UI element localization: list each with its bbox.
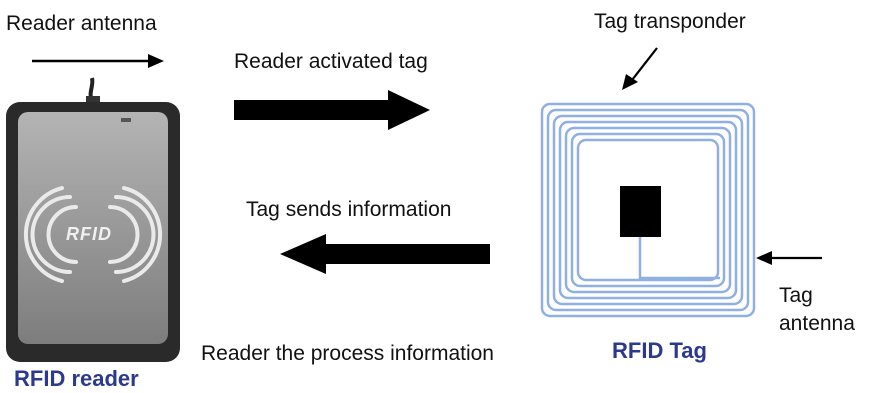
reader-activated-tag-label: Reader activated tag [234,50,428,73]
rfid-reader-device-icon [6,77,180,362]
tag-chip-icon [620,186,661,237]
reader-logo-text: RFID [66,224,112,244]
rfid-reader-caption: RFID reader [14,366,139,391]
tag-transponder-pointer-arrow [622,47,658,90]
rfid-tag-caption: RFID Tag [612,338,707,363]
tag-antenna-label-line1: Tag [779,284,813,307]
tag-transponder-label: Tag transponder [594,10,746,33]
tag-antenna-label-line2: antenna [779,312,855,335]
reader-activated-tag-arrow [234,90,430,130]
reader-antenna-arrow [32,54,164,68]
tag-antenna-pointer-arrow [756,251,822,265]
tag-sends-information-label: Tag sends information [246,198,452,221]
rfid-tag-coil-icon [540,102,756,318]
reader-process-information-label: Reader the process information [201,342,494,365]
tag-sends-information-arrow [280,234,490,274]
reader-antenna-label: Reader antenna [6,12,157,35]
